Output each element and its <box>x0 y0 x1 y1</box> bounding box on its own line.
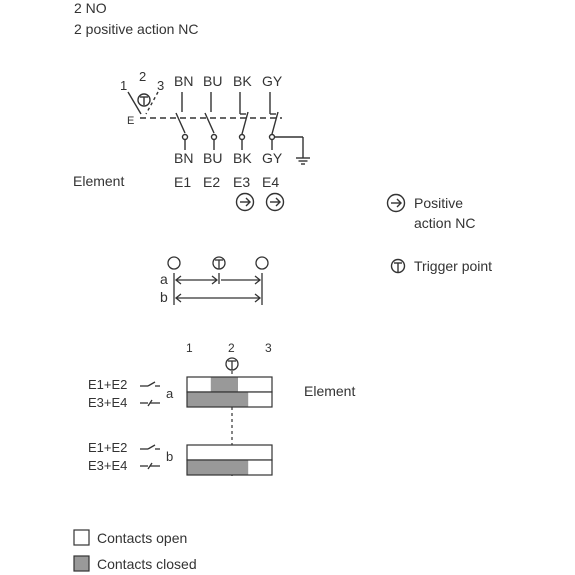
timing-element-label: Element <box>304 383 355 399</box>
contact-e3-nc <box>238 92 249 150</box>
travel-label-a: a <box>160 271 168 287</box>
positive-action-e3-icon <box>235 192 255 212</box>
timing-row-a-e1e2-label: E1+E2 <box>88 377 127 392</box>
header-line-1: 2 NO <box>74 0 107 16</box>
wiring-position-2: 2 <box>139 69 146 84</box>
contact-e4-nc <box>268 92 279 150</box>
actuator-mark: E <box>127 115 134 127</box>
element-e1: E1 <box>174 174 191 190</box>
wire-bottom-bu: BU <box>203 150 222 166</box>
timing-row-b-e1e2-label: E1+E2 <box>88 440 127 455</box>
wire-top-bn: BN <box>174 73 193 89</box>
timing-position-3: 3 <box>265 341 272 355</box>
timing-diagram: 1 2 3 Element E1+E2 E3+E4 a E1+E2 E3+E4 … <box>88 341 355 478</box>
wiring-diagram: 1 2 3 E BN BU BK GY <box>73 69 310 212</box>
wire-bottom-bn: BN <box>174 150 193 166</box>
timing-bar <box>187 445 272 460</box>
legend-positive-action-line2: action NC <box>414 215 475 231</box>
travel-start-circle <box>167 256 181 270</box>
contact-e2-no <box>204 92 218 150</box>
element-e2: E2 <box>203 174 220 190</box>
timing-closed-segment <box>187 460 249 475</box>
no-contact-icon <box>140 444 160 450</box>
nc-contact-icon <box>140 399 160 407</box>
nc-contact-icon <box>140 462 160 470</box>
element-e3: E3 <box>233 174 250 190</box>
timing-group-b-label: b <box>166 449 173 464</box>
element-e4: E4 <box>262 174 279 190</box>
travel-trigger-icon <box>212 256 226 270</box>
wire-bottom-gy: GY <box>262 150 283 166</box>
timing-closed-segment <box>187 392 249 407</box>
contact-e1-no <box>175 92 189 150</box>
positive-action-icon <box>386 193 406 213</box>
wire-top-bk: BK <box>233 73 252 89</box>
wire-top-gy: GY <box>262 73 283 89</box>
legend-positive-action <box>386 193 406 213</box>
timing-row-a-e3e4-label: E3+E4 <box>88 395 127 410</box>
wire-bottom-bk: BK <box>233 150 252 166</box>
header-line-2: 2 positive action NC <box>74 21 199 37</box>
legend-positive-action-line1: Positive <box>414 195 463 211</box>
travel-diagram <box>167 256 269 305</box>
no-contact-icon <box>140 381 160 387</box>
timing-bar-outline <box>186 391 273 408</box>
trigger-point-icon <box>390 258 406 274</box>
legend-closed-swatch <box>73 555 90 572</box>
timing-bar-outline <box>186 459 273 476</box>
travel-label-b: b <box>160 289 168 305</box>
timing-bars <box>186 376 273 476</box>
timing-trigger-icon <box>225 357 239 371</box>
wiring-element-label: Element <box>73 173 124 189</box>
ground-icon <box>275 136 310 165</box>
travel-end-circle <box>255 256 269 270</box>
timing-position-1: 1 <box>186 341 193 355</box>
wiring-position-1: 1 <box>120 78 127 93</box>
wire-top-bu: BU <box>203 73 222 89</box>
actuator-right-line <box>145 91 159 115</box>
timing-position-2: 2 <box>228 341 235 355</box>
timing-contact-symbols <box>140 381 160 470</box>
timing-group-a-label: a <box>166 386 174 401</box>
legend-trigger <box>390 258 406 274</box>
timing-closed-segment <box>210 377 238 392</box>
actuator-left-line <box>127 91 142 115</box>
legend-contacts-open: Contacts open <box>97 530 187 546</box>
positive-action-e4-icon <box>265 192 285 212</box>
legend-trigger-point: Trigger point <box>414 258 492 274</box>
timing-row-b-e3e4-label: E3+E4 <box>88 458 127 473</box>
legend-contacts-closed: Contacts closed <box>97 556 197 572</box>
wiring-position-3: 3 <box>157 78 164 93</box>
actuator-trigger-icon <box>137 93 151 107</box>
legend-open-swatch <box>73 529 90 546</box>
